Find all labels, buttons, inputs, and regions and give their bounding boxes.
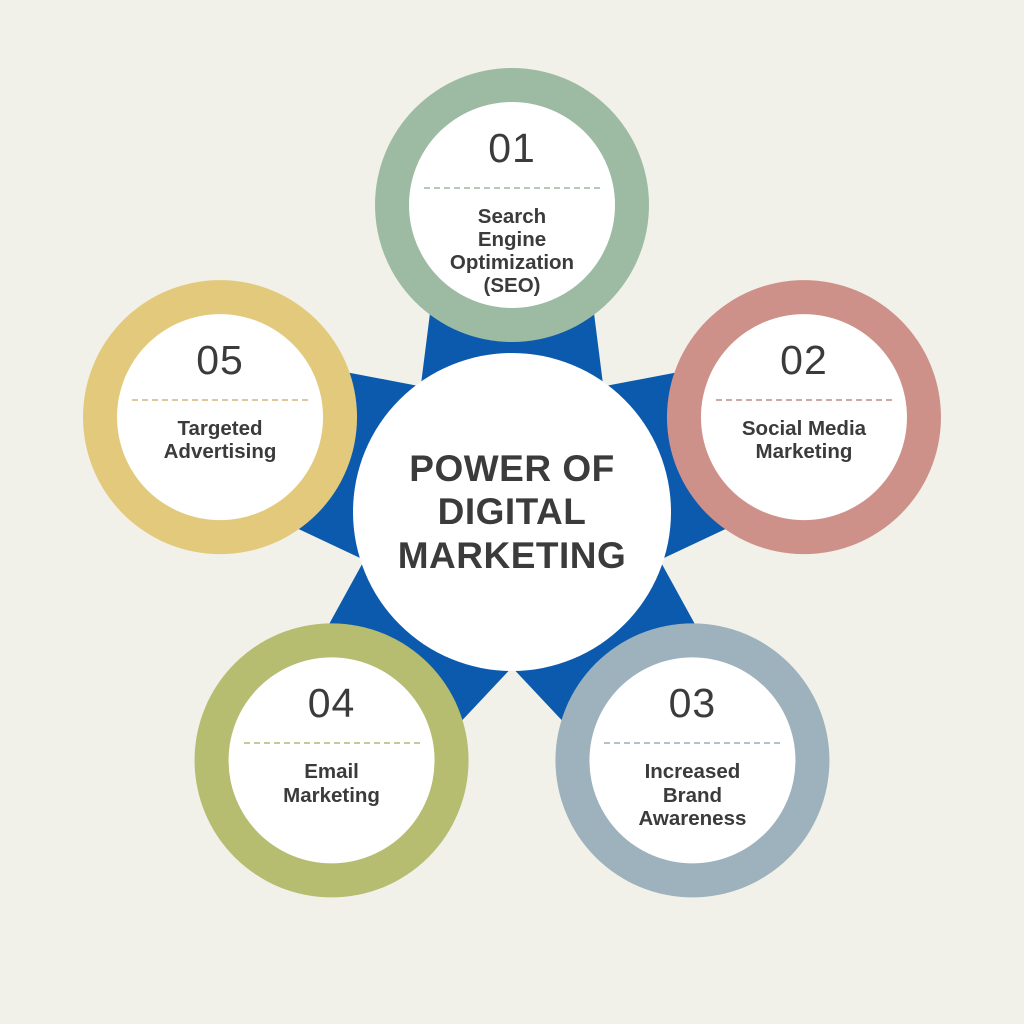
node-inner-circle-increased-brand-awareness bbox=[589, 657, 796, 864]
node-divider-social-media-marketing bbox=[715, 399, 892, 402]
node-number-targeted-advertising: 05 bbox=[196, 337, 244, 384]
node-number-social-media-marketing: 02 bbox=[780, 337, 828, 384]
node-number-increased-brand-awareness: 03 bbox=[668, 680, 717, 727]
node-number-search-engine-optimization: 01 bbox=[488, 125, 536, 171]
node-number-email-marketing: 04 bbox=[307, 680, 356, 727]
node-inner-circle-search-engine-optimization bbox=[409, 102, 615, 308]
node-label-increased-brand-awareness: Increased Brand Awareness bbox=[638, 760, 747, 830]
node-label-search-engine-optimization: Search Engine Optimization (SEO) bbox=[449, 205, 575, 298]
node-divider-increased-brand-awareness bbox=[604, 742, 781, 745]
node-divider-search-engine-optimization bbox=[424, 187, 600, 189]
center-hub-circle bbox=[353, 353, 671, 671]
node-label-social-media-marketing: Social Media Marketing bbox=[741, 417, 867, 464]
node-label-targeted-advertising: Targeted Advertising bbox=[163, 417, 277, 464]
center-title: POWER OF DIGITAL MARKETING bbox=[397, 448, 627, 576]
node-inner-circle-email-marketing bbox=[228, 657, 435, 864]
node-divider-email-marketing bbox=[243, 742, 420, 745]
satellite-rings bbox=[83, 68, 941, 898]
node-inner-circle-targeted-advertising bbox=[117, 314, 324, 521]
node-label-email-marketing: Email Marketing bbox=[283, 760, 380, 807]
node-divider-targeted-advertising bbox=[132, 399, 309, 402]
node-inner-circle-social-media-marketing bbox=[700, 314, 907, 521]
center-hub[interactable]: POWER OF DIGITAL MARKETING bbox=[353, 353, 671, 671]
